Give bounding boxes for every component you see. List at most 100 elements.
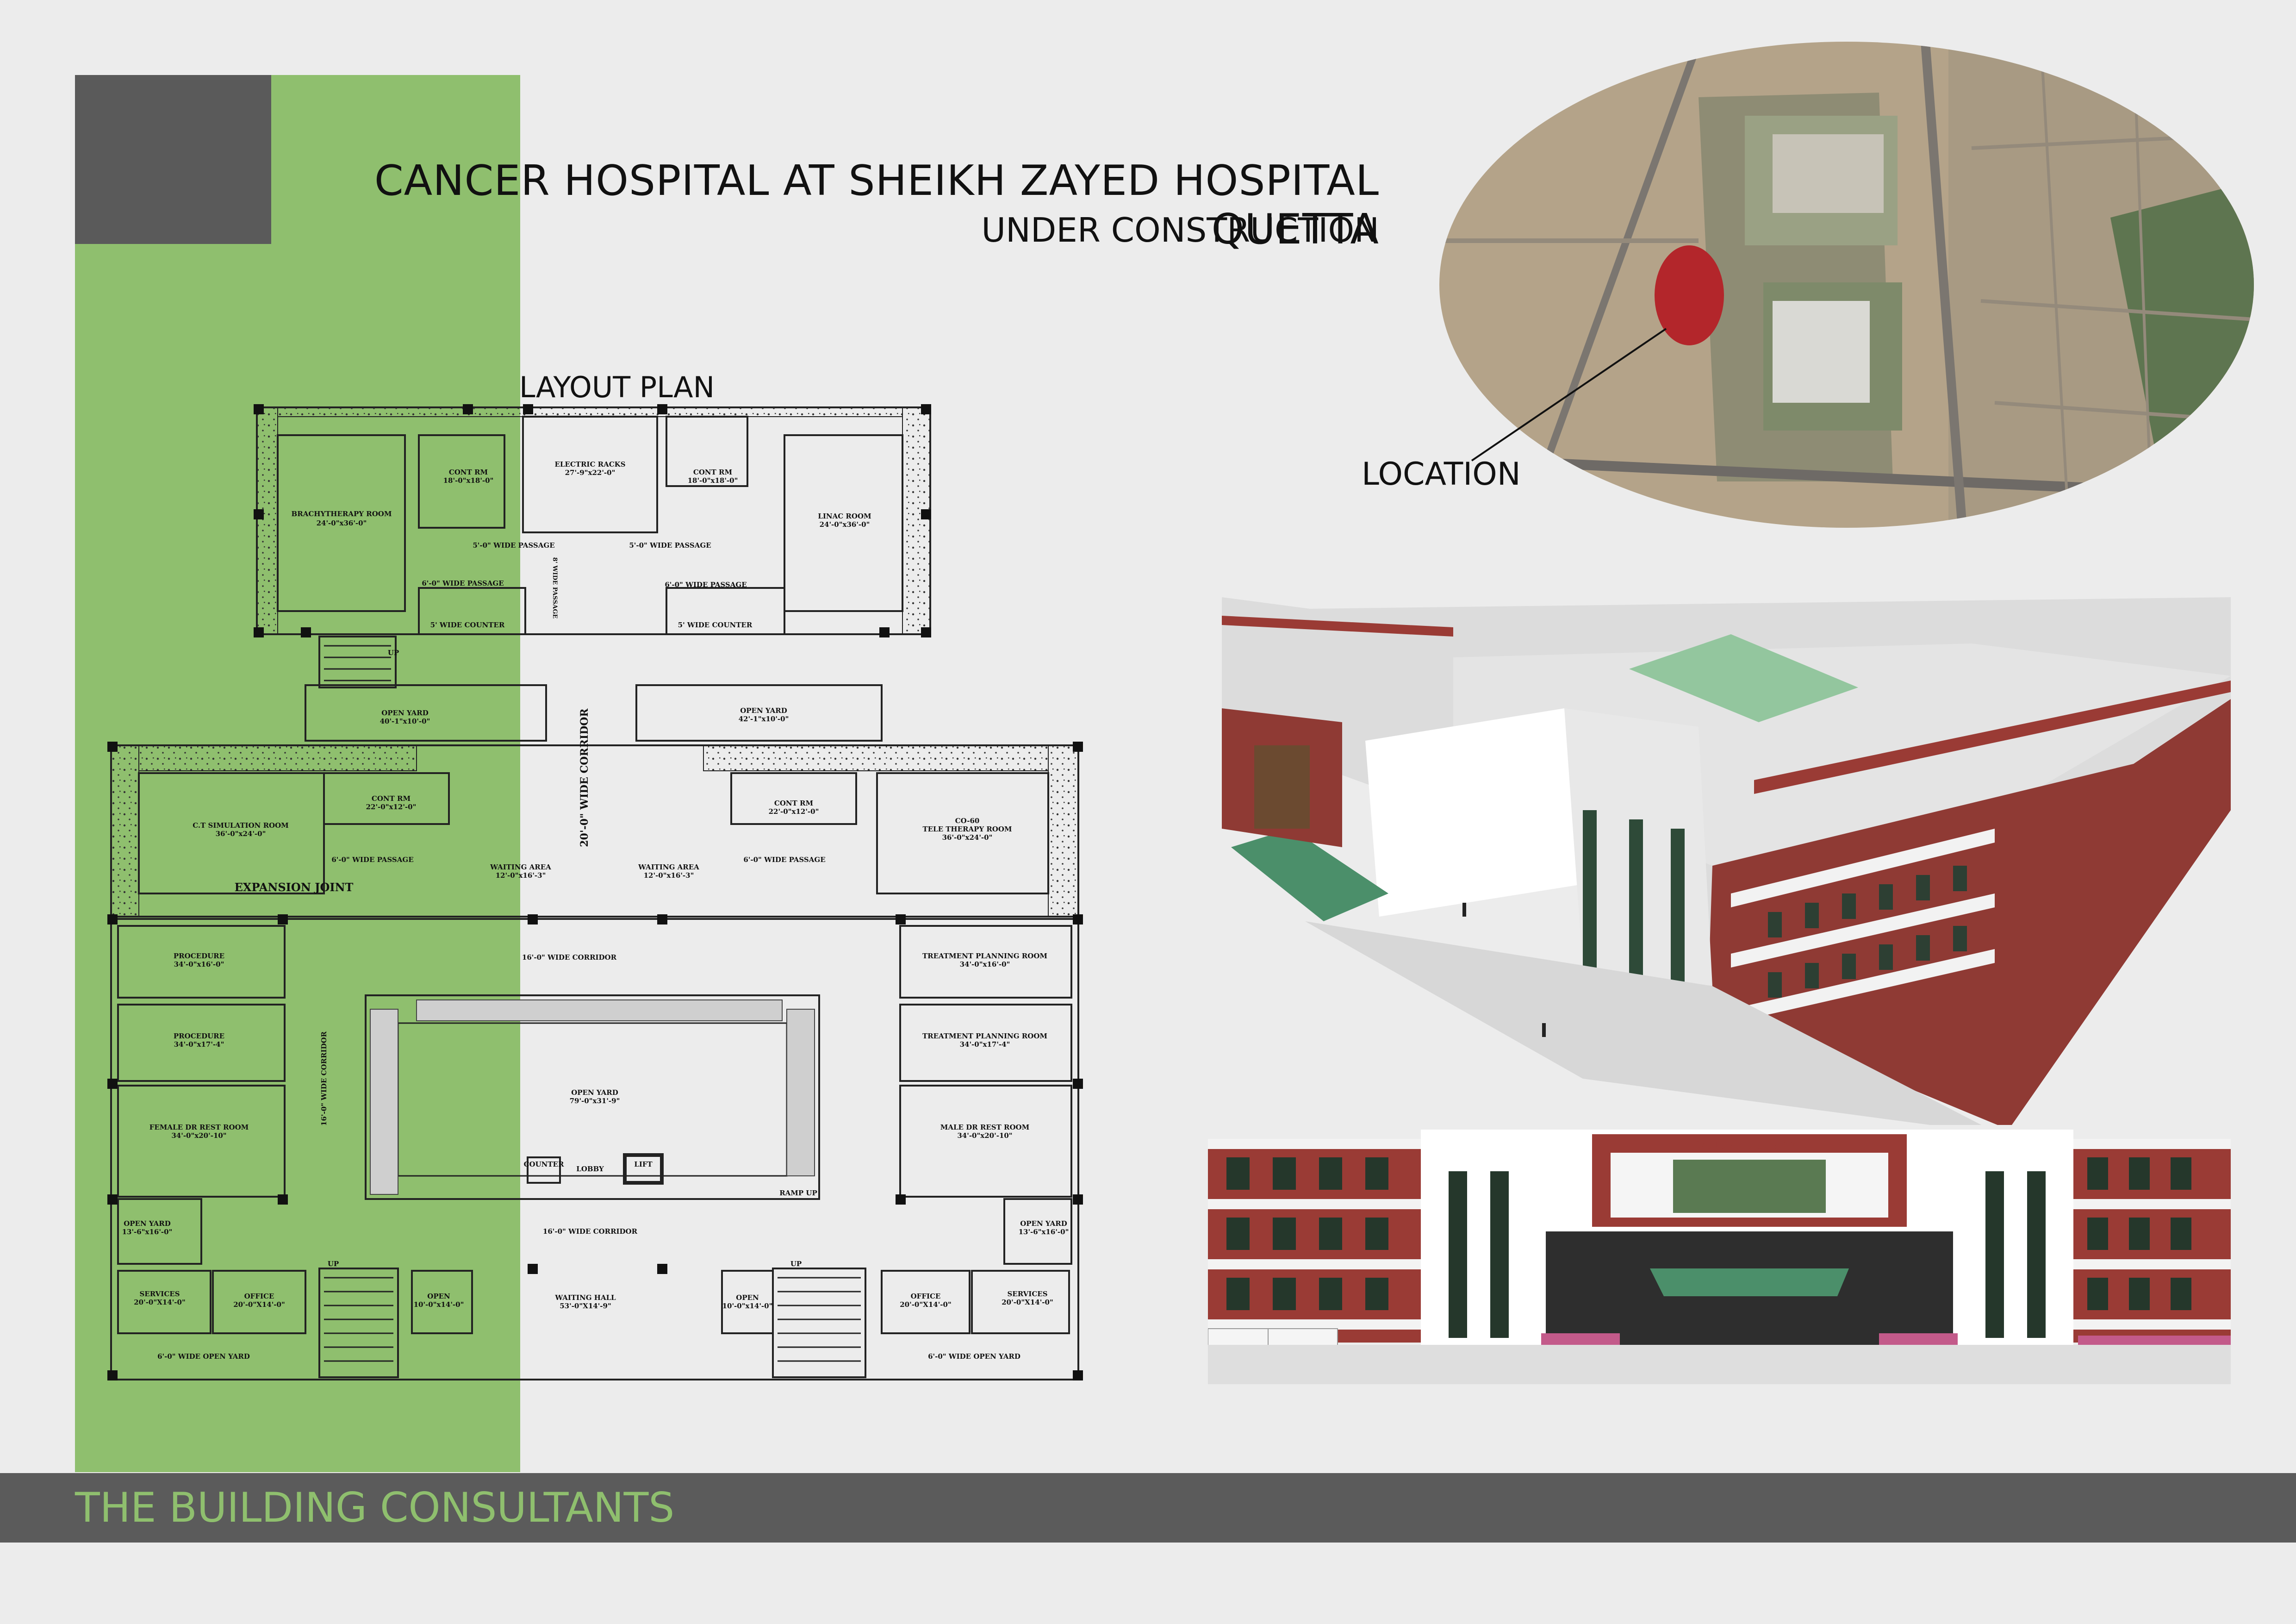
room-dim: 22'-0"x12'-0"	[366, 803, 417, 811]
room-dim: 79'-0"x31'-9"	[570, 1097, 620, 1105]
counter-label: 5' WIDE COUNTER	[678, 621, 753, 629]
room-label: OPEN	[427, 1292, 450, 1300]
stair-label: UP	[790, 1260, 802, 1268]
room-dim: 34'-0"x16'-0"	[960, 960, 1010, 968]
room-label: WAITING AREA	[490, 863, 551, 871]
location-leader-line	[1471, 328, 1667, 462]
corridor-label: 16'-0" WIDE CORRIDOR	[522, 953, 617, 962]
room-dim: 24'-0"x36'-0"	[820, 520, 870, 529]
room-dim: 18'-0"x18'-0"	[443, 476, 494, 485]
room-dim: 34'-0"x17'-4"	[960, 1040, 1010, 1049]
room-label: WAITING AREA	[638, 863, 699, 871]
elevation-canopy	[1650, 1268, 1849, 1296]
passage-label-vertical: 8' WIDE PASSAGE	[551, 557, 558, 619]
room-label: LIFT	[634, 1160, 653, 1168]
room-label: WAITING HALL	[554, 1293, 616, 1302]
room-label: LINAC ROOM	[818, 512, 871, 520]
room-label: CONT RM	[693, 468, 732, 476]
passage-label: 5'-0" WIDE PASSAGE	[473, 541, 554, 550]
room-dim: 36'-0"x24'-0"	[216, 830, 266, 838]
passage-label: 6'-0" WIDE PASSAGE	[331, 856, 413, 864]
roof-pyramid	[1629, 634, 1858, 722]
room-dim: 20'-0"X14'-0"	[900, 1300, 952, 1309]
room-label: OPEN YARD	[124, 1219, 171, 1228]
room-dim: 27'-9"x22'-0"	[565, 468, 616, 477]
green-screen-panel	[1673, 1160, 1826, 1213]
room-label: CONT RM	[449, 468, 488, 476]
room-label: TREATMENT PLANNING ROOM	[922, 1032, 1047, 1040]
room-dim: 42'-1"x10'-0"	[739, 715, 789, 723]
room-dim: 20'-0"X14'-0"	[1002, 1298, 1053, 1306]
room-label: CO-60	[955, 817, 980, 825]
room-label: OFFICE	[244, 1292, 274, 1300]
room-label: COUNTER	[524, 1160, 564, 1168]
corridor-label-vertical: 16'-0" WIDE CORRIDOR	[320, 1031, 328, 1126]
room-label: TELE THERAPY ROOM	[922, 825, 1012, 833]
layout-plan-label: LAYOUT PLAN	[519, 370, 715, 404]
room-dim: 34'-0"x20'-10"	[171, 1131, 226, 1140]
location-marker	[1655, 245, 1724, 345]
grey-accent-square	[75, 75, 271, 244]
perspective-rendering	[1222, 597, 2231, 1134]
brick-facade	[1708, 699, 2231, 1130]
stair-label: UP	[328, 1260, 339, 1268]
corridor-label: 16'-0" WIDE CORRIDOR	[543, 1227, 638, 1236]
yard-label: 6'-0" WIDE OPEN YARD	[157, 1352, 250, 1361]
room-label: MALE DR REST ROOM	[940, 1123, 1029, 1131]
room-label: OPEN YARD	[571, 1088, 618, 1097]
room-dim: 20'-0"X14'-0"	[233, 1300, 285, 1309]
room-label: OPEN YARD	[740, 706, 787, 715]
room-dim: 40'-1"x10'-0"	[380, 717, 430, 725]
room-label: CONT RM	[774, 799, 813, 807]
room-label: SERVICES	[1007, 1290, 1047, 1298]
firm-name: THE BUILDING CONSULTANTS	[75, 1484, 675, 1531]
room-dim: 18'-0"x18'-0"	[688, 476, 738, 485]
room-label: C.T SIMULATION ROOM	[193, 821, 289, 830]
expansion-joint-label: EXPANSION JOINT	[235, 881, 354, 894]
room-dim: 36'-0"x24'-0"	[942, 833, 993, 842]
room-label: PROCEDURE	[174, 952, 224, 960]
room-label: ELECTRIC RACKS	[554, 460, 625, 468]
room-dim: 13'-6"x16'-0"	[1019, 1228, 1069, 1236]
counter-label: 5' WIDE COUNTER	[430, 621, 505, 629]
room-label: SERVICES	[139, 1290, 180, 1298]
room-label: BRACHYTHERAPY ROOM	[292, 510, 392, 518]
room-label: OPEN YARD	[1020, 1219, 1067, 1228]
room-label: PROCEDURE	[174, 1032, 224, 1040]
room-label: FEMALE DR REST ROOM	[149, 1123, 249, 1131]
room-label: OFFICE	[911, 1292, 941, 1300]
entrance-canopy	[1231, 829, 1388, 921]
room-label: CONT RM	[372, 794, 411, 803]
stair-label: UP	[388, 649, 399, 657]
room-dim: 10'-0"x14'-0"	[722, 1302, 773, 1310]
room-dim: 22'-0"x12'-0"	[769, 807, 819, 816]
room-label: OPEN	[736, 1293, 759, 1302]
room-dim: 34'-0"x17'-4"	[174, 1040, 224, 1049]
building-sign: CANCER HOSPITAL	[1692, 1140, 1806, 1152]
room-dim: 53'-0"X14'-9"	[560, 1302, 611, 1310]
room-dim: 34'-0"x20'-10"	[957, 1131, 1012, 1140]
room-dim: 12'-0"x16'-3"	[644, 871, 694, 880]
room-label: OPEN YARD	[381, 709, 429, 717]
room-dim: 24'-0"x36'-0"	[317, 519, 367, 527]
page-title: CANCER HOSPITAL AT SHEIKH ZAYED HOSPITAL…	[374, 156, 1379, 254]
room-dim: 34'-0"x16'-0"	[174, 960, 224, 968]
room-dim: 20'-0"X14'-0"	[134, 1298, 186, 1306]
room-dim: 13'-6"x16'-0"	[122, 1228, 173, 1236]
room-label: RAMP UP	[779, 1189, 817, 1197]
corridor-label-vertical: 20'-0" WIDE CORRIDOR	[579, 708, 591, 847]
passage-label: 5'-0" WIDE PASSAGE	[629, 541, 711, 550]
room-dim: 10'-0"x14'-0"	[414, 1300, 464, 1309]
room-label: TREATMENT PLANNING ROOM	[922, 952, 1047, 960]
room-dim: 12'-0"x16'-3"	[496, 871, 546, 880]
passage-label: 6'-0" WIDE PASSAGE	[665, 581, 747, 589]
footer-bar	[0, 1473, 2296, 1543]
yard-label: 6'-0" WIDE OPEN YARD	[928, 1352, 1020, 1361]
front-elevation: CANCER HOSPITAL	[1208, 1125, 2231, 1384]
room-label: LOBBY	[576, 1165, 604, 1173]
location-label: LOCATION	[1362, 456, 1521, 493]
floor-plan: BRACHYTHERAPY ROOM 24'-0"x36'-0" CONT RM…	[107, 404, 1083, 1380]
location-map	[1439, 42, 2254, 528]
passage-label: 6'-0" WIDE PASSAGE	[743, 856, 825, 864]
passage-label: 6'-0" WIDE PASSAGE	[422, 579, 504, 587]
